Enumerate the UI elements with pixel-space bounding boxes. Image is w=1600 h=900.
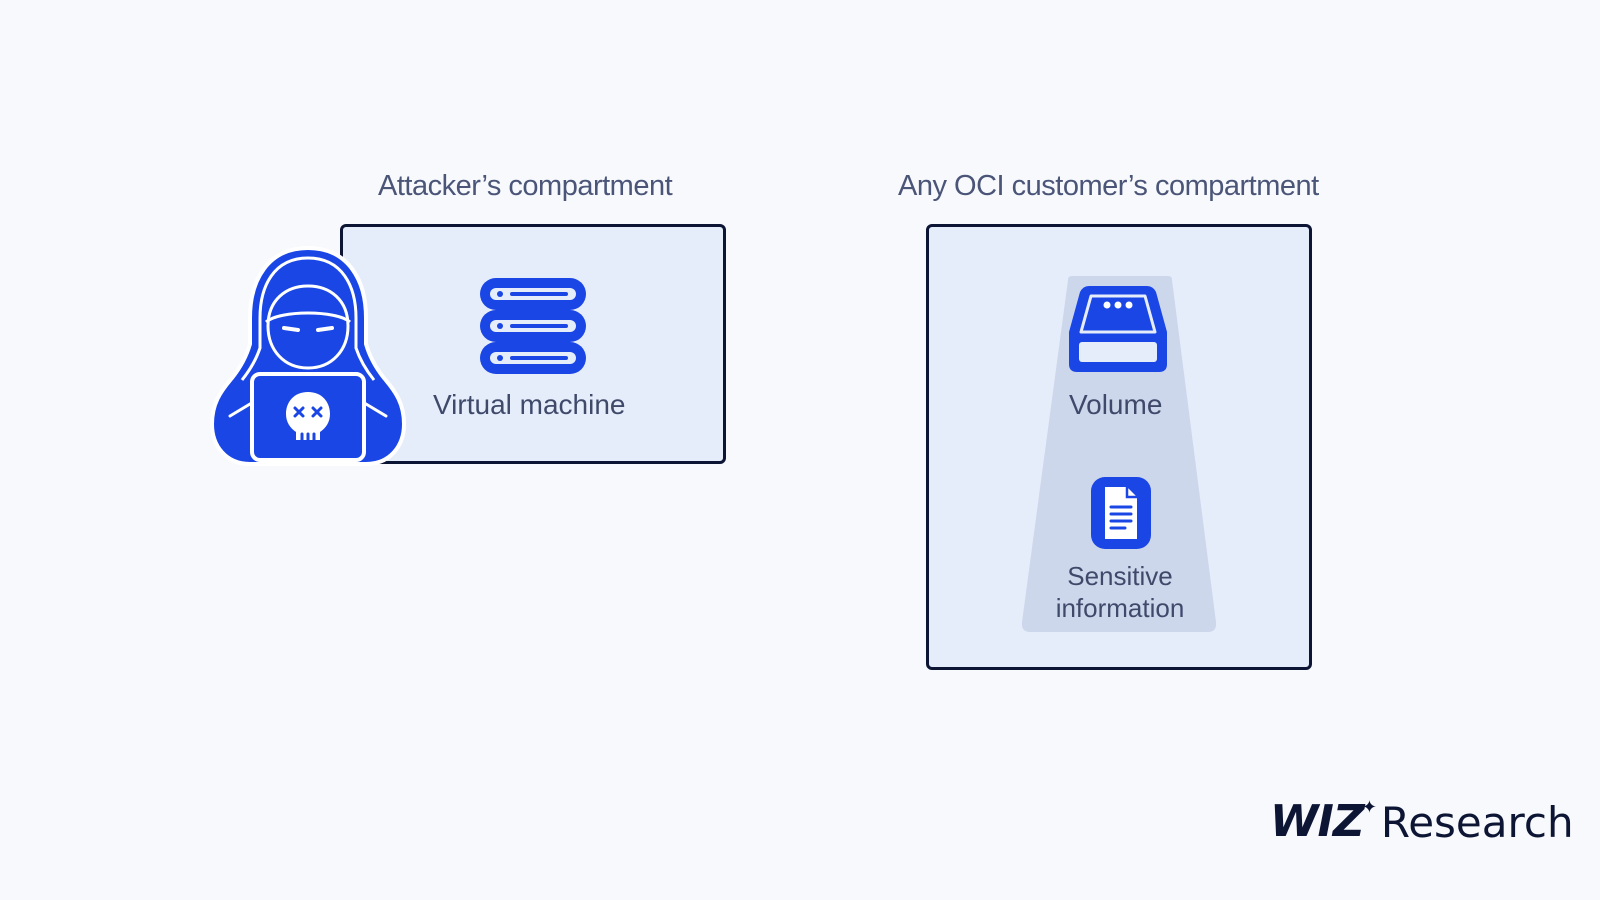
server-stack-icon	[480, 278, 586, 374]
virtual-machine-label: Virtual machine	[433, 389, 626, 420]
customer-compartment-title: Any OCI customer’s compartment	[898, 170, 1319, 202]
hacker-icon	[210, 245, 406, 466]
document-icon	[1091, 477, 1151, 549]
volume-label: Volume	[1069, 389, 1163, 420]
attacker-compartment-title: Attacker’s compartment	[378, 170, 673, 202]
sensitive-label-line1: Sensitive	[1067, 561, 1173, 591]
sensitive-information-label: Sensitive information	[1040, 560, 1200, 624]
wiz-research-logo: WIZ ✦ Research	[1270, 796, 1574, 847]
brand-wiz: WIZ	[1270, 796, 1365, 847]
brand-research: Research	[1380, 798, 1574, 847]
sensitive-label-line2: information	[1055, 593, 1185, 623]
storage-drive-icon	[1069, 286, 1167, 372]
sparkle-icon: ✦	[1361, 797, 1377, 817]
